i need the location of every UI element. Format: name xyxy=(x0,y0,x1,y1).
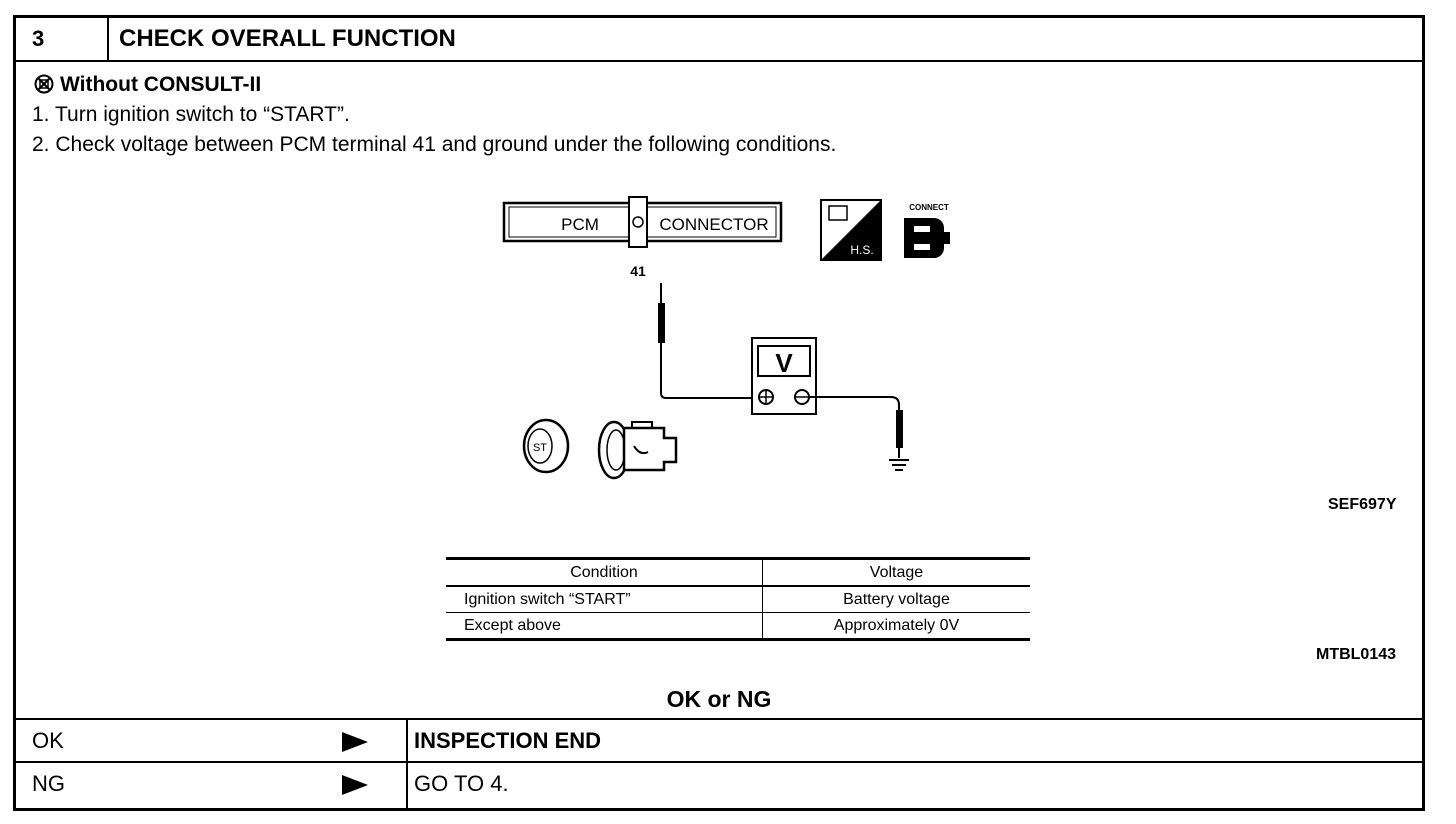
table-header-condition: Condition xyxy=(446,557,763,587)
table-cell-condition: Ignition switch “START” xyxy=(446,586,763,613)
condition-table: Condition Voltage Ignition switch “START… xyxy=(446,557,1030,641)
subheading-text: Without CONSULT-II xyxy=(60,73,262,96)
ground-icon xyxy=(889,459,909,471)
table-row: Except above Approximately 0V xyxy=(446,612,1030,641)
harness-side-icon: H.S. xyxy=(820,199,882,261)
result-label: NG xyxy=(32,771,65,796)
table-row: Ignition switch “START” Battery voltage xyxy=(446,586,1030,613)
subheading: Without CONSULT-II xyxy=(34,72,261,98)
probe-positive xyxy=(658,303,665,343)
arrow-right-icon xyxy=(342,775,368,795)
diagram-code: SEF697Y xyxy=(1328,496,1397,513)
connect-label: CONNECT xyxy=(909,203,949,212)
table-header-voltage: Voltage xyxy=(762,557,1030,587)
meter-label: V xyxy=(775,348,793,378)
connect-icon: CONNECT xyxy=(904,203,950,258)
no-consult-icon xyxy=(34,74,54,94)
key-label: ST xyxy=(533,442,547,454)
voltmeter: V xyxy=(751,337,817,415)
result-action: GO TO 4. xyxy=(414,771,509,796)
terminal-label: 41 xyxy=(630,263,646,279)
divider xyxy=(406,720,408,763)
ignition-switch-icon xyxy=(597,420,678,480)
table-cell-voltage: Approximately 0V xyxy=(762,612,1030,641)
step-header: 3 CHECK OVERALL FUNCTION xyxy=(16,18,1422,62)
inspection-step-frame: 3 CHECK OVERALL FUNCTION Without CONSULT… xyxy=(13,15,1425,811)
step-1: 1. Turn ignition switch to “START”. xyxy=(32,103,350,126)
wiring-diagram: PCM CONNECTOR 41 H.S. CONNECT V xyxy=(502,196,950,480)
step-title: CHECK OVERALL FUNCTION xyxy=(119,25,456,52)
table-code: MTBL0143 xyxy=(1316,646,1397,663)
step-number: 3 xyxy=(16,18,109,60)
probe-negative xyxy=(896,410,903,448)
result-action: INSPECTION END xyxy=(414,728,602,753)
pcm-connector: PCM CONNECTOR xyxy=(502,196,783,248)
table-cell-condition: Except above xyxy=(446,612,763,641)
hs-label: H.S. xyxy=(850,243,873,257)
result-label: OK xyxy=(32,728,64,753)
step-2: 2. Check voltage between PCM terminal 41… xyxy=(32,133,837,156)
connector-label-2: CONNECTOR xyxy=(659,215,768,234)
connector-label: PCM xyxy=(561,215,599,234)
result-row-ng: NG GO TO 4. xyxy=(16,761,1422,810)
result-row-ok: OK INSPECTION END xyxy=(16,718,1422,763)
arrow-right-icon xyxy=(342,732,368,752)
divider xyxy=(406,763,408,810)
result-prompt: OK or NG xyxy=(666,686,772,712)
ignition-key-icon: ST xyxy=(522,418,570,474)
table-header-row: Condition Voltage xyxy=(446,557,1030,587)
table-cell-voltage: Battery voltage xyxy=(762,586,1030,613)
